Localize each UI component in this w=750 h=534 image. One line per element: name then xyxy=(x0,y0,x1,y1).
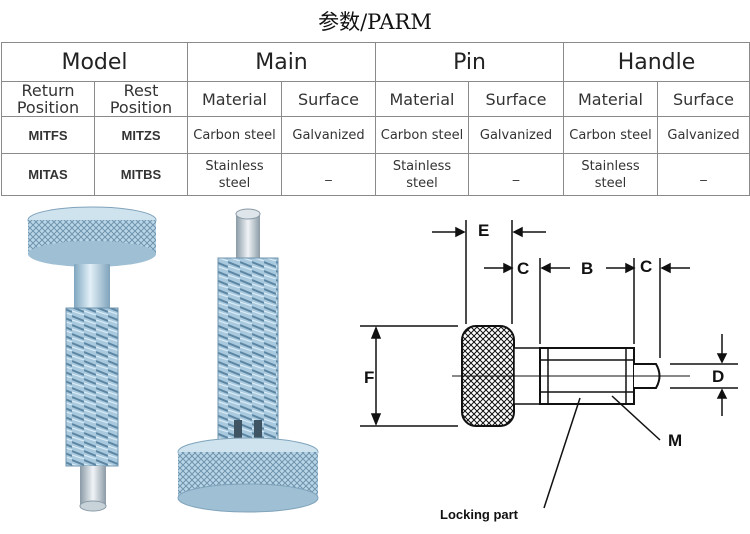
handle-material-cell: Carbon steel xyxy=(563,116,658,154)
main-material-cell: Carbon steel xyxy=(187,116,282,154)
dim-m-label: M xyxy=(668,431,682,450)
product-illustration: E C B C F D M Locking part xyxy=(27,206,738,522)
group-handle-header: Handle xyxy=(563,42,750,82)
pin-surface-header: Surface xyxy=(468,81,564,117)
group-pin-header: Pin xyxy=(375,42,564,82)
handle-surface-header: Surface xyxy=(657,81,750,117)
rest-position-header: Rest Position xyxy=(94,81,188,117)
table-row: MITAS MITBS Stainless steel _ Stainless … xyxy=(1,153,750,196)
group-main-header: Main xyxy=(187,42,376,82)
handle-material-cell: Stainless steel xyxy=(563,153,658,196)
pin-material-cell: Stainless steel xyxy=(375,153,469,196)
dim-c-left-label: C xyxy=(517,259,529,278)
pin-material-cell: Carbon steel xyxy=(375,116,469,154)
main-surface-cell: Galvanized xyxy=(281,116,376,154)
pin-material-header: Material xyxy=(375,81,469,117)
dim-f-label: F xyxy=(364,368,374,387)
pin-surface-cell: Galvanized xyxy=(468,116,564,154)
plunger-photo-left xyxy=(27,206,157,512)
handle-surface-cell: _ xyxy=(657,153,750,196)
group-header-row: Model Main Pin Handle xyxy=(1,42,750,82)
product-section: E C B C F D M Locking part xyxy=(0,198,750,534)
dim-b-label: B xyxy=(581,259,593,278)
main-material-header: Material xyxy=(187,81,282,117)
table-row: MITFS MITZS Carbon steel Galvanized Carb… xyxy=(1,116,750,154)
main-surface-header: Surface xyxy=(281,81,376,117)
page-title: 参数/PARM xyxy=(318,10,432,34)
rest-position-code: MITZS xyxy=(94,116,188,154)
sub-header-row: Return Position Rest Position Material S… xyxy=(1,81,750,117)
plunger-photo-right xyxy=(177,208,319,513)
dimension-drawing xyxy=(360,220,738,509)
handle-material-header: Material xyxy=(563,81,658,117)
main-surface-cell: _ xyxy=(281,153,376,196)
group-model-header: Model xyxy=(1,42,188,82)
return-position-code: MITFS xyxy=(1,116,95,154)
parameter-table: Model Main Pin Handle Return Position Re… xyxy=(1,42,750,196)
locking-part-label: Locking part xyxy=(440,507,519,522)
dim-e-label: E xyxy=(478,221,489,240)
handle-surface-cell: Galvanized xyxy=(657,116,750,154)
main-material-cell: Stainless steel xyxy=(187,153,282,196)
return-position-header: Return Position xyxy=(1,81,95,117)
dim-c-right-label: C xyxy=(640,257,652,276)
dim-d-label: D xyxy=(712,367,724,386)
return-position-code: MITAS xyxy=(1,153,95,196)
pin-surface-cell: _ xyxy=(468,153,564,196)
rest-position-code: MITBS xyxy=(94,153,188,196)
